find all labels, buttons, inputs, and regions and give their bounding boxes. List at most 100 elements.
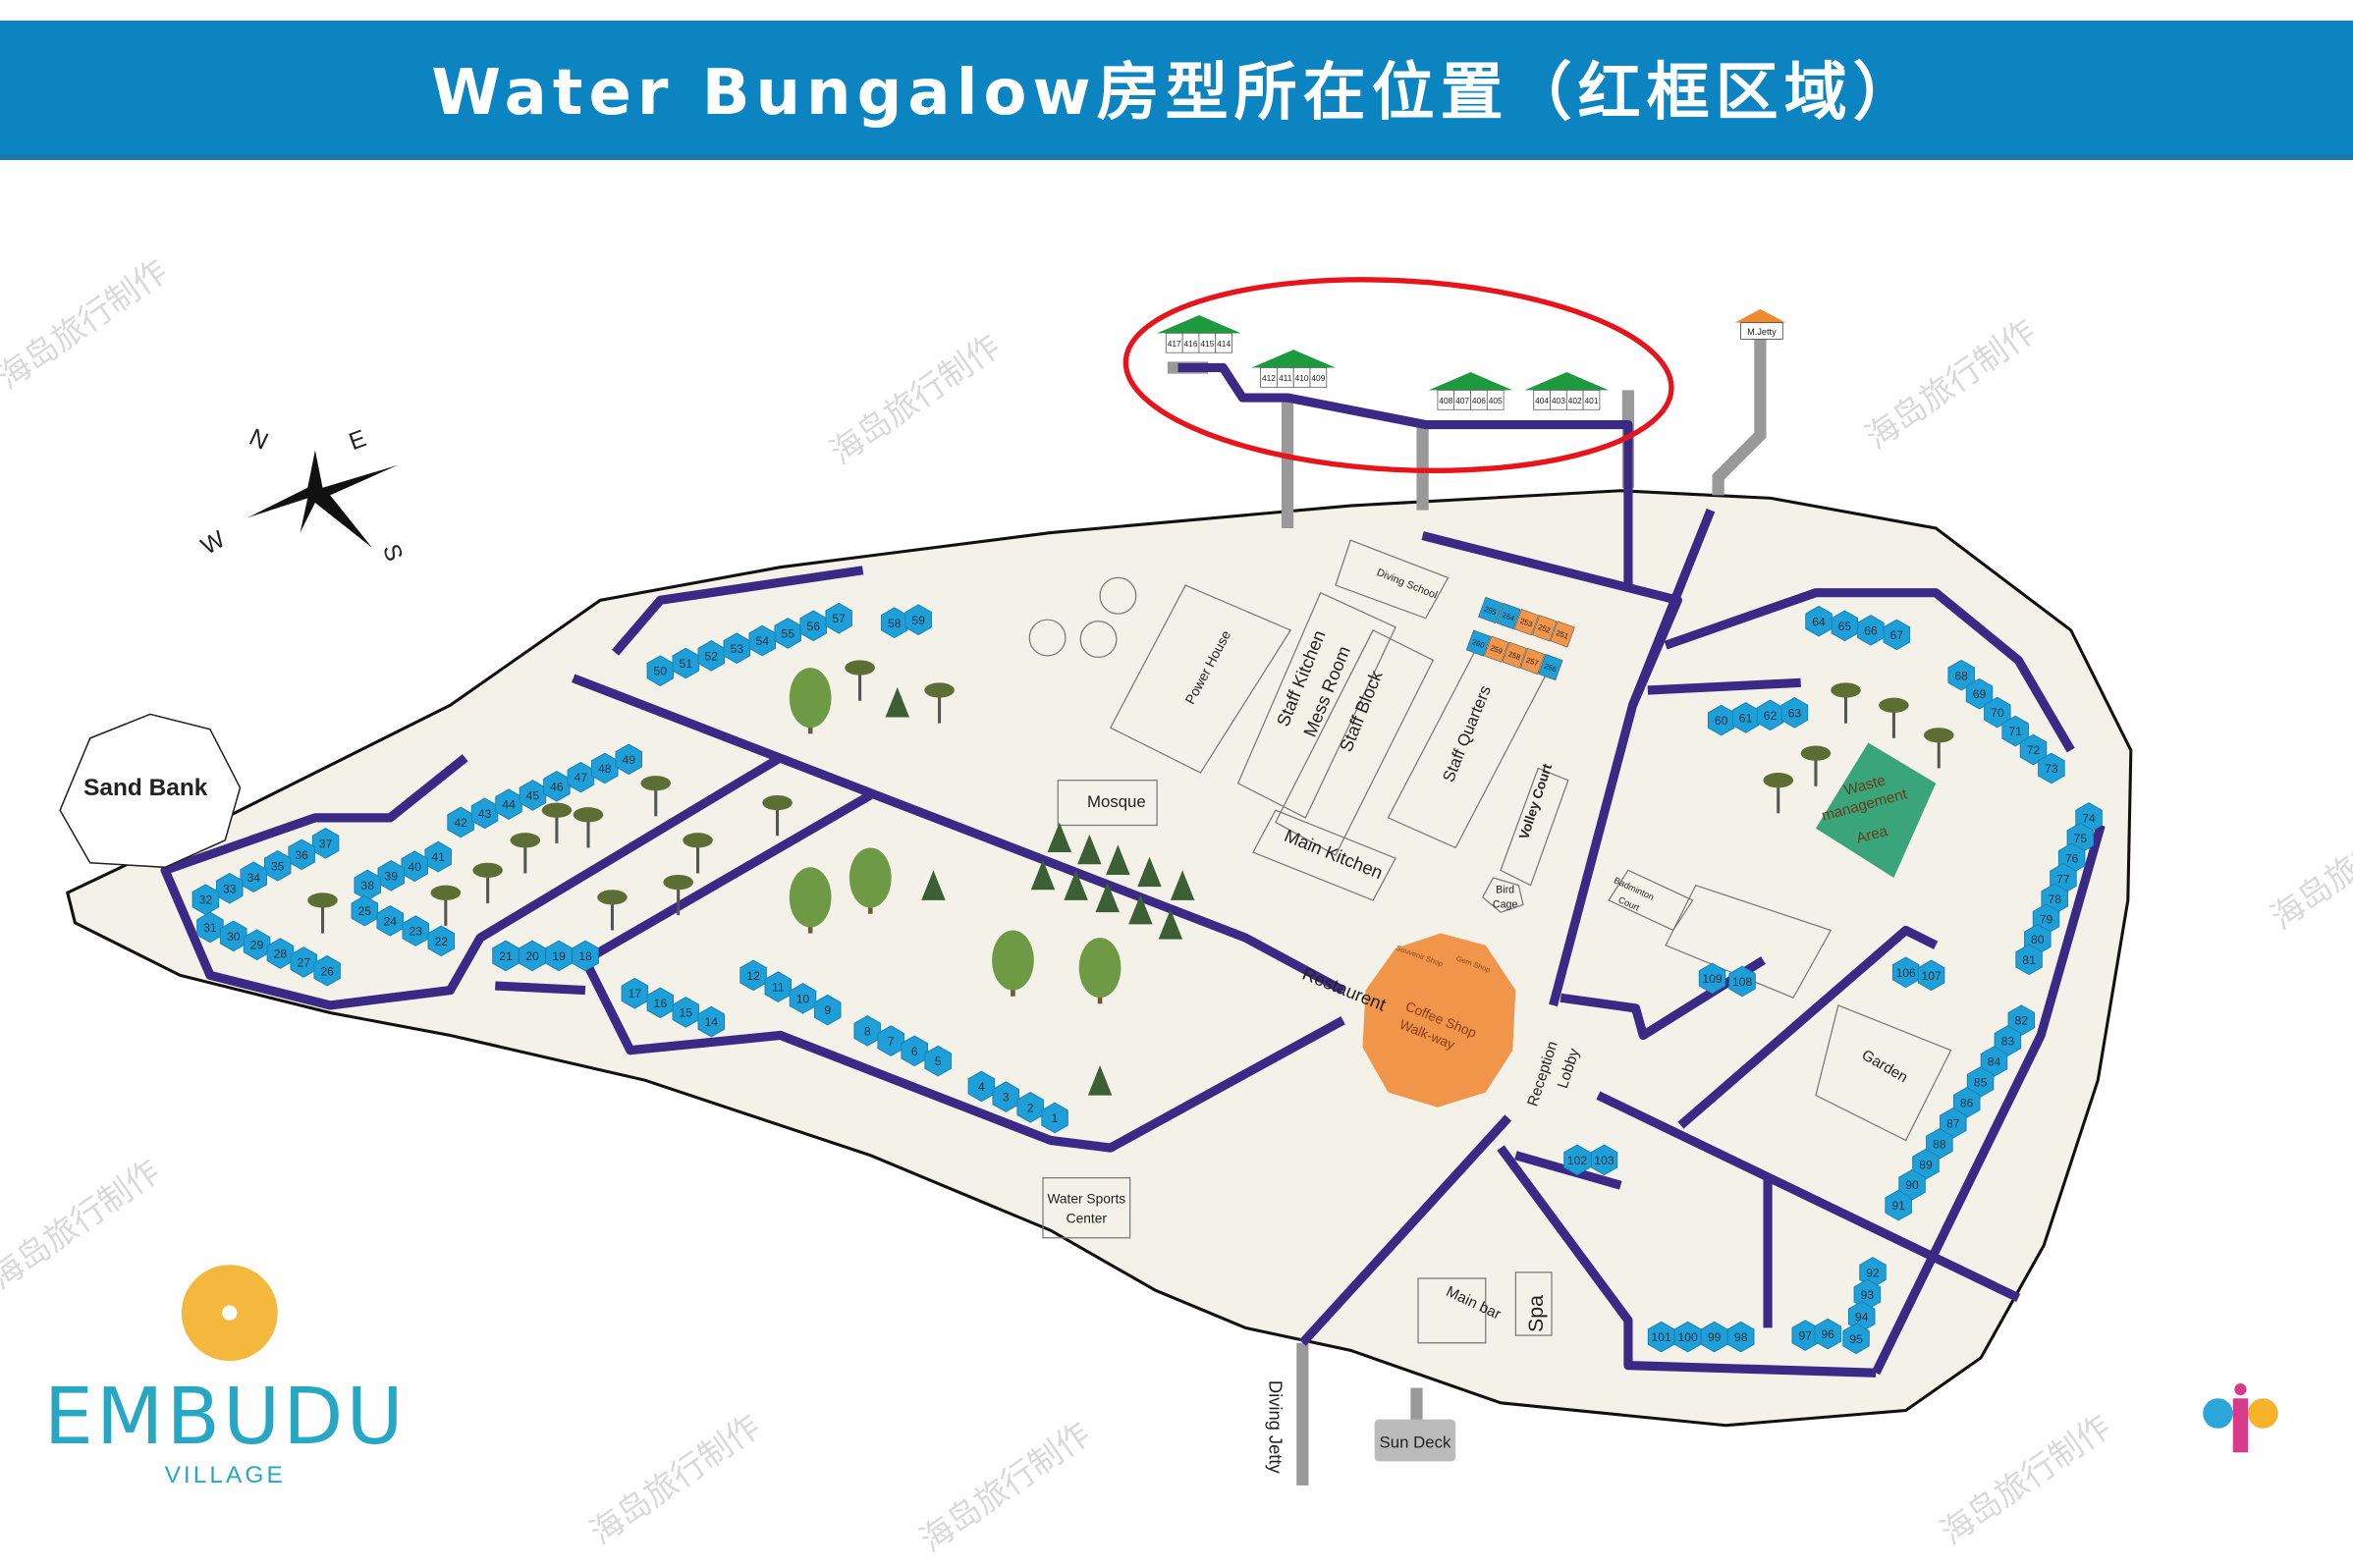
room-109[interactable]: 109 bbox=[1698, 962, 1726, 995]
room-16[interactable]: 16 bbox=[646, 987, 675, 1019]
room-71[interactable]: 71 bbox=[2001, 715, 2029, 747]
room-81[interactable]: 81 bbox=[2015, 944, 2043, 976]
room-30[interactable]: 30 bbox=[220, 920, 247, 952]
room-22[interactable]: 22 bbox=[427, 925, 456, 957]
room-99[interactable]: 99 bbox=[1700, 1321, 1728, 1353]
room-85[interactable]: 85 bbox=[1966, 1066, 1995, 1098]
room-64[interactable]: 64 bbox=[1805, 605, 1833, 637]
room-6[interactable]: 6 bbox=[901, 1035, 928, 1067]
room-21[interactable]: 21 bbox=[492, 940, 520, 972]
room-73[interactable]: 73 bbox=[2038, 752, 2065, 784]
bungalow-room-415[interactable]: 415 bbox=[1200, 339, 1214, 349]
room-63[interactable]: 63 bbox=[1780, 696, 1809, 729]
room-12[interactable]: 12 bbox=[739, 959, 767, 992]
room-82[interactable]: 82 bbox=[2007, 1004, 2036, 1036]
room-107[interactable]: 107 bbox=[1917, 959, 1945, 992]
room-7[interactable]: 7 bbox=[877, 1025, 904, 1056]
room-83[interactable]: 83 bbox=[1994, 1025, 2022, 1056]
room-15[interactable]: 15 bbox=[672, 997, 700, 1028]
room-72[interactable]: 72 bbox=[2019, 733, 2048, 766]
room-48[interactable]: 48 bbox=[591, 752, 619, 784]
room-23[interactable]: 23 bbox=[402, 915, 430, 946]
bungalow-room-417[interactable]: 417 bbox=[1168, 339, 1181, 349]
room-45[interactable]: 45 bbox=[519, 780, 547, 811]
room-31[interactable]: 31 bbox=[196, 911, 224, 944]
room-50[interactable]: 50 bbox=[646, 655, 675, 686]
room-3[interactable]: 3 bbox=[992, 1081, 1020, 1112]
room-24[interactable]: 24 bbox=[376, 905, 405, 937]
room-95[interactable]: 95 bbox=[1842, 1323, 1870, 1355]
room-69[interactable]: 69 bbox=[1965, 677, 1994, 710]
bungalow-room-404[interactable]: 404 bbox=[1535, 396, 1549, 406]
room-37[interactable]: 37 bbox=[311, 828, 340, 859]
room-67[interactable]: 67 bbox=[1883, 619, 1911, 651]
bungalow-room-405[interactable]: 405 bbox=[1489, 396, 1503, 406]
room-32[interactable]: 32 bbox=[192, 884, 220, 915]
bungalow-room-412[interactable]: 412 bbox=[1262, 373, 1276, 383]
room-26[interactable]: 26 bbox=[313, 954, 341, 987]
room-56[interactable]: 56 bbox=[799, 610, 827, 642]
room-39[interactable]: 39 bbox=[377, 860, 405, 892]
room-54[interactable]: 54 bbox=[748, 624, 777, 657]
room-2[interactable]: 2 bbox=[1016, 1091, 1044, 1123]
room-101[interactable]: 101 bbox=[1647, 1321, 1675, 1353]
room-36[interactable]: 36 bbox=[288, 838, 315, 871]
room-35[interactable]: 35 bbox=[263, 849, 292, 882]
room-49[interactable]: 49 bbox=[615, 743, 643, 776]
room-91[interactable]: 91 bbox=[1885, 1189, 1912, 1221]
room-97[interactable]: 97 bbox=[1791, 1320, 1820, 1351]
room-70[interactable]: 70 bbox=[1984, 696, 2011, 729]
room-89[interactable]: 89 bbox=[1912, 1148, 1940, 1180]
room-5[interactable]: 5 bbox=[924, 1045, 952, 1077]
room-88[interactable]: 88 bbox=[1926, 1127, 1953, 1160]
room-41[interactable]: 41 bbox=[424, 840, 452, 873]
bungalow-room-401[interactable]: 401 bbox=[1585, 396, 1599, 406]
bungalow-room-407[interactable]: 407 bbox=[1455, 396, 1469, 406]
room-25[interactable]: 25 bbox=[351, 894, 379, 927]
room-57[interactable]: 57 bbox=[825, 602, 852, 634]
room-11[interactable]: 11 bbox=[764, 971, 793, 1002]
bungalow-room-410[interactable]: 410 bbox=[1295, 373, 1309, 383]
room-8[interactable]: 8 bbox=[853, 1015, 881, 1047]
room-98[interactable]: 98 bbox=[1726, 1321, 1755, 1353]
room-103[interactable]: 103 bbox=[1590, 1144, 1618, 1176]
room-33[interactable]: 33 bbox=[216, 872, 244, 904]
bungalow-room-416[interactable]: 416 bbox=[1184, 339, 1198, 349]
room-96[interactable]: 96 bbox=[1814, 1318, 1841, 1350]
room-14[interactable]: 14 bbox=[697, 1005, 726, 1038]
room-108[interactable]: 108 bbox=[1728, 965, 1756, 998]
room-90[interactable]: 90 bbox=[1898, 1168, 1926, 1201]
room-40[interactable]: 40 bbox=[401, 850, 428, 883]
bungalow-room-409[interactable]: 409 bbox=[1311, 373, 1325, 383]
bungalow-room-403[interactable]: 403 bbox=[1552, 396, 1565, 406]
room-18[interactable]: 18 bbox=[572, 940, 599, 972]
room-84[interactable]: 84 bbox=[1980, 1046, 2008, 1077]
room-59[interactable]: 59 bbox=[904, 604, 932, 635]
bungalow-room-406[interactable]: 406 bbox=[1472, 396, 1486, 406]
room-55[interactable]: 55 bbox=[774, 618, 801, 649]
room-20[interactable]: 20 bbox=[519, 940, 546, 972]
room-66[interactable]: 66 bbox=[1857, 615, 1885, 646]
room-17[interactable]: 17 bbox=[621, 977, 649, 1009]
room-61[interactable]: 61 bbox=[1731, 702, 1760, 733]
bungalow-room-411[interactable]: 411 bbox=[1279, 373, 1292, 383]
room-10[interactable]: 10 bbox=[789, 983, 817, 1014]
room-9[interactable]: 9 bbox=[813, 994, 842, 1026]
bungalow-room-414[interactable]: 414 bbox=[1217, 339, 1231, 349]
room-68[interactable]: 68 bbox=[1947, 659, 1975, 691]
room-52[interactable]: 52 bbox=[697, 640, 726, 672]
room-1[interactable]: 1 bbox=[1041, 1102, 1068, 1134]
bungalow-room-402[interactable]: 402 bbox=[1568, 396, 1582, 406]
room-106[interactable]: 106 bbox=[1891, 956, 1920, 989]
room-29[interactable]: 29 bbox=[243, 929, 271, 960]
room-87[interactable]: 87 bbox=[1940, 1108, 1967, 1139]
room-58[interactable]: 58 bbox=[880, 607, 908, 639]
room-19[interactable]: 19 bbox=[545, 940, 573, 972]
room-4[interactable]: 4 bbox=[967, 1070, 996, 1103]
room-27[interactable]: 27 bbox=[290, 946, 318, 978]
bungalow-room-408[interactable]: 408 bbox=[1439, 396, 1452, 406]
